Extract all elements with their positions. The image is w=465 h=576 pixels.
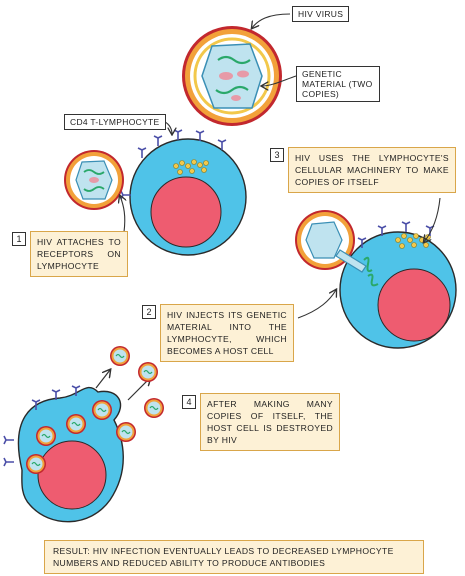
- arrow-step2: [297, 290, 336, 319]
- ribosomes: [173, 159, 209, 175]
- rna-strand: [215, 85, 249, 95]
- step-2-text: HIV INJECTS ITS GENETIC MATERIAL INTO TH…: [160, 304, 294, 362]
- lymphocyte-destroyed: [3, 370, 150, 523]
- new-virus: [92, 400, 112, 420]
- viral-rna: [367, 273, 379, 287]
- step-4-number: 4: [182, 395, 196, 409]
- new-virus-particles: [26, 346, 164, 474]
- new-virus: [144, 398, 164, 418]
- receptors: [3, 385, 81, 467]
- enzyme: [231, 95, 241, 101]
- new-virus: [138, 362, 158, 382]
- lymphocyte-step1: [120, 129, 247, 256]
- enzyme: [219, 72, 233, 80]
- lymphocyte-host-cell: [339, 221, 457, 349]
- new-virus: [36, 426, 56, 446]
- arrow-step1: [120, 196, 125, 233]
- rna-strand: [217, 55, 251, 65]
- viral-rna: [363, 256, 373, 273]
- arrow-step3: [424, 197, 441, 242]
- step-4-text: AFTER MAKING MANY COPIES OF ITSELF, THE …: [200, 393, 340, 451]
- hiv-virus-attaching: [64, 150, 124, 210]
- arrow-genetic-material: [262, 75, 297, 86]
- nucleus: [377, 268, 451, 342]
- enzyme: [237, 70, 249, 78]
- arrow-hiv-virus: [252, 13, 291, 28]
- label-genetic-material: GENETIC MATERIAL (TWO COPIES): [296, 66, 380, 102]
- new-virus: [116, 422, 136, 442]
- hiv-virus: [182, 26, 282, 126]
- receptors: [120, 129, 227, 200]
- nucleus: [37, 440, 107, 510]
- injection-channel: [335, 249, 367, 273]
- step-1-text: HIV ATTACHES TO RECEPTORS ON LYMPHOCYTE: [30, 231, 128, 277]
- virus-matrix-ring: [193, 37, 271, 115]
- label-cd4-t-lymphocyte: CD4 T-LYMPHOCYTE: [64, 114, 166, 130]
- step-1-number: 1: [12, 232, 26, 246]
- result-box: RESULT: HIV INFECTION EVENTUALLY LEADS T…: [44, 540, 424, 574]
- new-virus: [66, 414, 86, 434]
- new-virus: [110, 346, 130, 366]
- step-3-number: 3: [270, 148, 284, 162]
- step-2-number: 2: [142, 305, 156, 319]
- nucleus: [150, 176, 222, 248]
- new-virus: [26, 454, 46, 474]
- label-hiv-virus: HIV VIRUS: [292, 6, 350, 22]
- hiv-virus-injecting: [295, 210, 367, 273]
- step-3-text: HIV USES THE LYMPHOCYTE'S CELLULAR MACHI…: [288, 147, 456, 193]
- release-arrow: [95, 370, 110, 389]
